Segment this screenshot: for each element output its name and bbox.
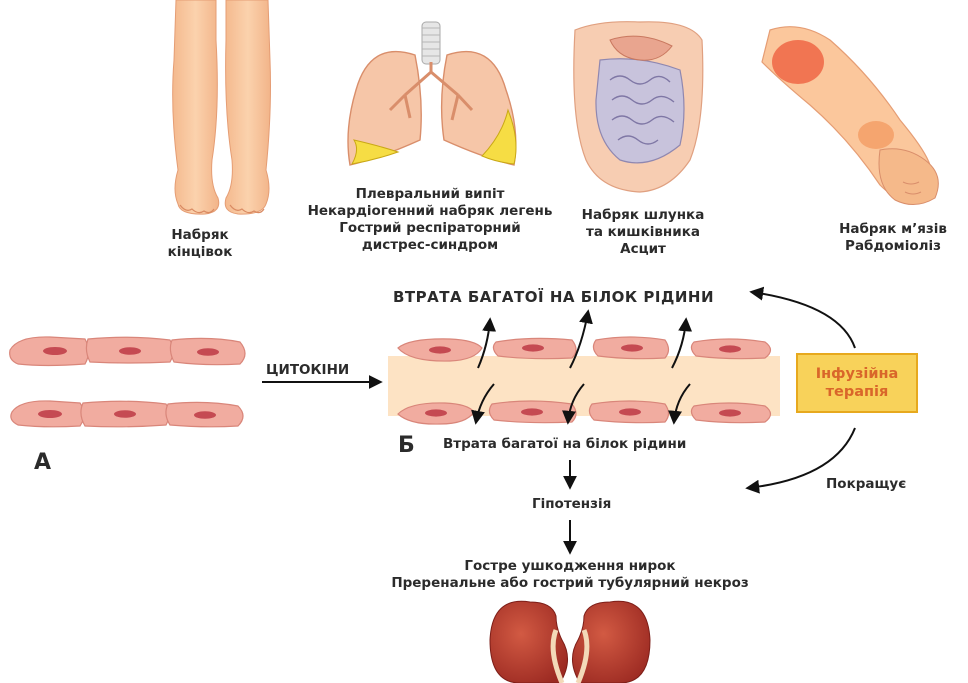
- aki-line-1: Гостре ушкодження нирок: [370, 558, 770, 575]
- muscle-conditions-label: Набряк м’язів Рабдоміоліз: [818, 221, 968, 255]
- abdomen-illustration: [574, 22, 703, 192]
- muscle-line-2: Рабдоміоліз: [818, 238, 968, 255]
- limb-edema-label: Набряк кінцівок: [150, 227, 250, 261]
- panel-label-b: Б: [398, 433, 415, 458]
- therapy-up-arrow: [752, 292, 855, 348]
- infusion-therapy-box: Інфузійна терапія: [796, 353, 918, 413]
- lung-conditions-label: Плевральний випіт Некардіогенний набряк …: [290, 186, 570, 254]
- abdomen-line-3: Асцит: [568, 241, 718, 258]
- abdomen-line-1: Набряк шлунка: [568, 207, 718, 224]
- lung-line-1: Плевральний випіт: [290, 186, 570, 203]
- lung-line-4: дистрес-синдром: [290, 237, 570, 254]
- lung-line-2: Некардіогенний набряк легень: [290, 203, 570, 220]
- protein-loss-heading: ВТРАТА БАГАТОЇ НА БІЛОК РІДИНИ: [393, 288, 714, 306]
- kidneys-illustration: [490, 601, 650, 683]
- lungs-illustration: [348, 22, 516, 165]
- swollen-arm-illustration: [762, 27, 938, 205]
- limb-edema-line-1: Набряк: [150, 227, 250, 244]
- therapy-line-1: Інфузійна: [816, 365, 899, 383]
- acute-kidney-injury-label: Гостре ушкодження нирок Преренальне або …: [370, 558, 770, 592]
- abdomen-line-2: та кишківника: [568, 224, 718, 241]
- hypotension-label: Гіпотензія: [532, 496, 611, 512]
- panel-label-a: А: [34, 450, 51, 475]
- improves-label: Покращує: [826, 476, 906, 492]
- lung-line-3: Гострий респіраторний: [290, 220, 570, 237]
- aki-line-2: Преренальне або гострий тубулярний некро…: [370, 575, 770, 592]
- muscle-line-1: Набряк м’язів: [818, 221, 968, 238]
- therapy-line-2: терапія: [826, 383, 889, 401]
- swollen-legs-illustration: [173, 0, 271, 214]
- limb-edema-line-2: кінцівок: [150, 244, 250, 261]
- cytokines-label: ЦИТОКІНИ: [266, 362, 349, 378]
- abdomen-conditions-label: Набряк шлунка та кишківника Асцит: [568, 207, 718, 258]
- protein-loss-label: Втрата багатої на білок рідини: [443, 436, 686, 452]
